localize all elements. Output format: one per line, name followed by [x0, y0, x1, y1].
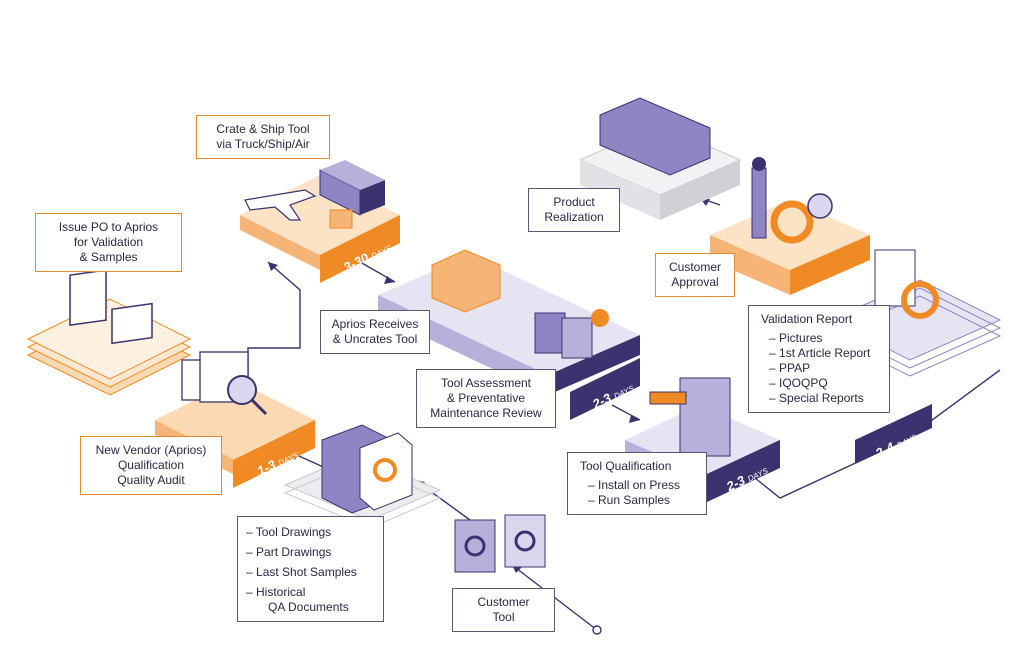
start-point	[592, 625, 602, 635]
validation-item-iqoqpq: IQOQPQ	[757, 376, 881, 391]
magnifier-icon	[227, 375, 257, 405]
inputs-platform	[283, 424, 442, 529]
check-icon	[591, 309, 609, 327]
validation-item-first-article: 1st Article Report	[757, 346, 881, 361]
inputs-item-historical: Historical	[246, 585, 375, 600]
tool-block-icon	[534, 312, 566, 354]
customer-approval-line-1: Customer	[668, 260, 721, 274]
approval-platform	[710, 157, 870, 295]
po-platform	[26, 269, 192, 396]
tool-assessment-line-2: & Preventative	[446, 391, 526, 405]
calendar-icon	[111, 302, 153, 345]
label-tool-assessment: Tool Assessment & Preventative Maintenan…	[416, 369, 556, 428]
inputs-item-last-shot: Last Shot Samples	[246, 565, 375, 580]
customer-approval-line-2: Approval	[671, 275, 719, 289]
tool-qualification-item-samples: Run Samples	[576, 493, 698, 508]
person-icon	[751, 167, 767, 239]
issue-po-line-2: for Validation	[73, 235, 144, 249]
tool-qualification-item-install: Install on Press	[576, 478, 698, 493]
approval-gear-icon	[770, 200, 814, 244]
validation-item-ppap: PPAP	[757, 361, 881, 376]
approval-check-icon	[807, 193, 833, 219]
issue-po-line-3: & Samples	[79, 250, 138, 264]
label-crate-ship: Crate & Ship Tool via Truck/Ship/Air	[196, 115, 330, 159]
issue-po-line-1: Issue PO to Aprios	[58, 220, 159, 234]
label-validation-report: Validation Report Pictures 1st Article R…	[748, 305, 890, 413]
document-icon	[874, 249, 916, 307]
crate-ship-line-1: Crate & Ship Tool	[216, 122, 310, 136]
label-product-realization: Product Realization	[528, 188, 620, 232]
customer-tool-line-2: Tool	[492, 610, 515, 624]
open-box-icon	[431, 249, 501, 313]
label-inputs: Tool Drawings Part Drawings Last Shot Sa…	[237, 516, 384, 622]
label-aprios-receives: Aprios Receives & Uncrates Tool	[320, 310, 430, 354]
label-customer-tool: Customer Tool	[452, 588, 555, 632]
new-vendor-line-3: Quality Audit	[117, 473, 185, 487]
press-icon	[679, 377, 731, 457]
crate-ship-line-2: via Truck/Ship/Air	[216, 137, 310, 151]
new-vendor-line-1: New Vendor (Aprios)	[95, 443, 207, 457]
validation-item-special-reports: Special Reports	[757, 391, 881, 406]
tool-assessment-line-3: Maintenance Review	[430, 406, 542, 420]
clipboard-icon	[69, 269, 107, 327]
product-realization-line-1: Product	[553, 195, 595, 209]
validation-report-title: Validation Report	[761, 312, 853, 326]
inputs-item-tool-drawings: Tool Drawings	[246, 525, 375, 540]
airplane-icon	[244, 189, 317, 221]
customer-tool-icons	[454, 514, 546, 573]
inputs-item-qa-documents: QA Documents	[268, 600, 349, 614]
gear-icon	[373, 458, 397, 482]
badge-report: 2-4 DAYS	[855, 404, 932, 464]
product-boxes-icon	[599, 97, 711, 176]
inputs-item-part-drawings: Part Drawings	[246, 545, 375, 560]
tool-assessment-line-1: Tool Assessment	[440, 376, 532, 390]
aprios-receives-line-1: Aprios Receives	[331, 317, 419, 331]
validation-item-pictures: Pictures	[757, 331, 881, 346]
label-customer-approval: Customer Approval	[655, 253, 735, 297]
product-realization-line-2: Realization	[544, 210, 604, 224]
label-new-vendor: New Vendor (Aprios) Qualification Qualit…	[80, 436, 222, 495]
aprios-receives-line-2: & Uncrates Tool	[332, 332, 418, 346]
tool-qualification-title: Tool Qualification	[580, 459, 672, 473]
label-issue-po: Issue PO to Aprios for Validation & Samp…	[35, 213, 182, 272]
box-icon	[329, 209, 353, 229]
product-platform	[578, 97, 742, 220]
customer-tool-line-1: Customer	[477, 595, 530, 609]
new-vendor-line-2: Qualification	[117, 458, 185, 472]
label-tool-qualification: Tool Qualification Install on Press Run …	[567, 452, 707, 515]
report-gear-icon	[901, 281, 939, 319]
